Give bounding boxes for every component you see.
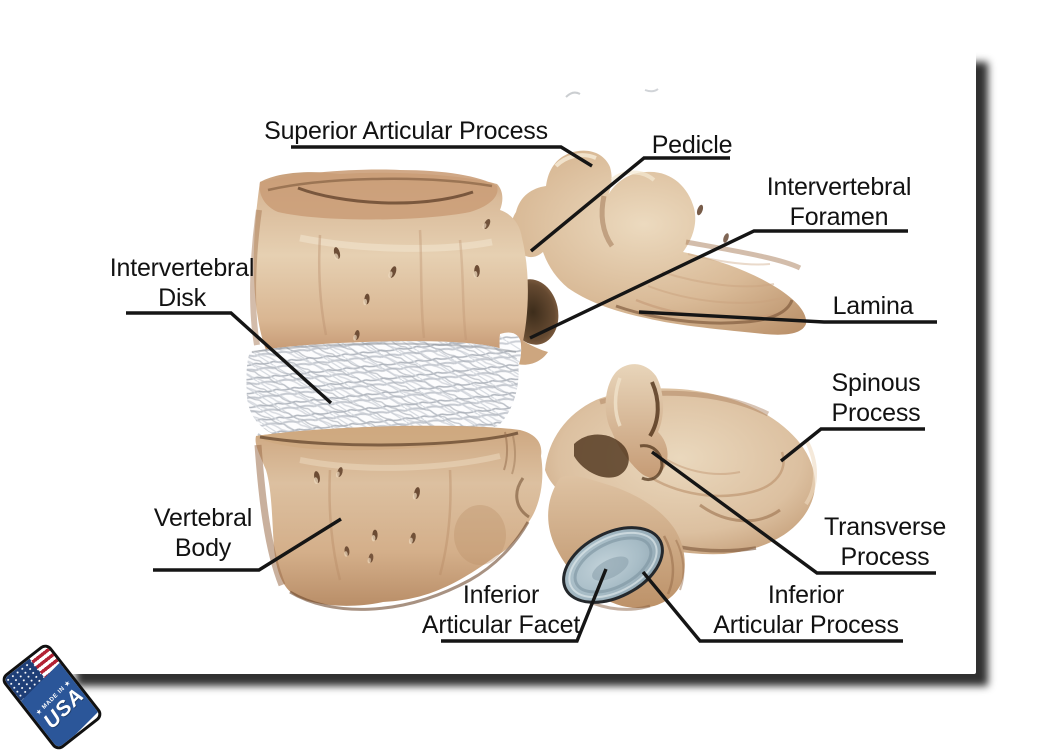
upper-vertebra <box>250 150 807 365</box>
upper-vertebral-body <box>253 172 528 358</box>
usa-text: USA <box>38 683 89 733</box>
leader-intervertebral-foramen <box>529 229 908 340</box>
label-inferior-articular-facet: Inferior Articular Facet <box>421 581 581 639</box>
made-in-usa-badge: ★ MADE IN ★ USA <box>0 641 105 753</box>
label-pedicle: Pedicle <box>651 131 733 159</box>
lower-vertebra <box>254 364 817 611</box>
label-spinous-process: Spinous Process <box>831 369 921 427</box>
label-intervertebral-disk: Intervertebral Disk <box>109 254 255 312</box>
label-inferior-articular-process: Inferior Articular Process <box>713 581 899 639</box>
leader-inferior-articular-process <box>641 570 903 643</box>
leader-inferior-articular-facet <box>441 568 608 643</box>
leader-spinous-process <box>779 427 925 463</box>
label-superior-articular-process: Superior Articular Process <box>264 117 548 145</box>
leader-lines <box>126 145 937 643</box>
inferior-articular-facet-graphic <box>562 526 664 604</box>
label-vertebral-body: Vertebral Body <box>153 504 253 562</box>
upper-posterior-arch <box>510 150 807 335</box>
leader-transverse-process <box>650 450 936 575</box>
print-artifact-marks <box>565 88 659 98</box>
leader-lamina <box>638 310 937 324</box>
leader-vertebral-body <box>153 517 342 572</box>
bone-pits-lower <box>313 467 420 564</box>
bone-pits-upper <box>333 218 491 341</box>
leader-pedicle <box>529 156 730 253</box>
leader-superior-articular-process <box>291 145 593 168</box>
label-intervertebral-foramen: Intervertebral Foramen <box>766 173 912 231</box>
label-transverse-process: Transverse Process <box>823 513 947 571</box>
crevice-graphic <box>574 434 629 478</box>
label-lamina: Lamina <box>832 292 914 320</box>
hang-tag: ★ MADE IN ★ USA <box>0 641 105 753</box>
leader-intervertebral-disk <box>126 311 333 405</box>
intervertebral-disk-graphic <box>246 332 522 456</box>
lower-vertebral-body <box>255 425 543 606</box>
